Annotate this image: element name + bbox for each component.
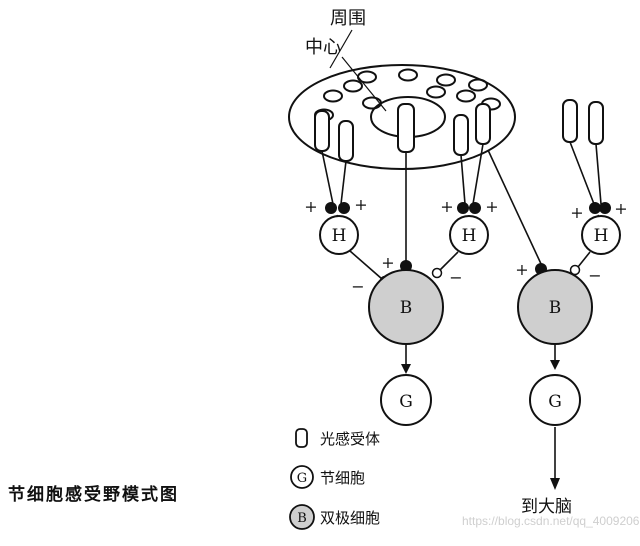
surround-leader-line <box>329 29 353 69</box>
g-label-left: G <box>399 392 413 412</box>
ganglion-cell-right <box>529 374 581 426</box>
surround-label: 周围 <box>330 8 366 29</box>
connection-lines <box>321 141 602 480</box>
legend-ganglion-icon <box>290 465 314 489</box>
legend-bipolar-label: 双极细胞 <box>320 509 380 527</box>
b-label-right: B <box>549 298 562 318</box>
minus-sign: − <box>449 268 462 287</box>
center-leader-line <box>341 56 387 112</box>
legend-bipolar-symbol: B <box>297 511 307 526</box>
horizontal-cell-right <box>581 215 621 255</box>
bipolar-cell-left <box>368 269 444 345</box>
legend-ganglion-label: 节细胞 <box>320 469 365 487</box>
horizontal-cell-middle <box>449 215 489 255</box>
photoreceptor-mid-1 <box>453 114 469 156</box>
minus-sign: − <box>351 277 364 296</box>
legend-bipolar-icon <box>289 504 315 530</box>
to-brain-label: 到大脑 <box>521 497 572 517</box>
surround-ellipse <box>288 64 516 170</box>
g-label-right: G <box>548 392 562 412</box>
photoreceptor-mid-2 <box>475 103 491 145</box>
legend-ganglion-symbol: G <box>297 471 307 486</box>
legend-photoreceptor-label: 光感受体 <box>320 430 380 448</box>
plus-sign: + <box>570 203 583 222</box>
plus-sign: + <box>381 253 394 272</box>
watermark-url: https://blog.csdn.net/qq_40092061 <box>462 514 640 528</box>
arrowheads <box>401 360 560 490</box>
photoreceptor-center <box>397 103 415 153</box>
plus-sign: + <box>515 260 528 279</box>
bipolar-cell-right <box>517 269 593 345</box>
h-label-middle: H <box>462 226 477 246</box>
figure-caption: 节细胞感受野模式图 <box>8 484 179 505</box>
photoreceptor-right-2 <box>588 101 604 145</box>
photoreceptor-icon <box>295 428 308 448</box>
horizontal-cell-left <box>319 215 359 255</box>
center-label: 中心 <box>305 37 341 58</box>
plus-sign: + <box>614 199 627 218</box>
plus-sign: + <box>440 197 453 216</box>
photoreceptor-left-1 <box>314 110 330 152</box>
ganglion-cell-left <box>380 374 432 426</box>
photoreceptor-left-2 <box>338 120 354 162</box>
b-label-left: B <box>400 298 413 318</box>
h-label-left: H <box>332 226 347 246</box>
plus-sign: + <box>485 197 498 216</box>
plus-sign: + <box>354 195 367 214</box>
minus-sign: − <box>588 266 601 285</box>
legend: 光感受体 G 节细胞 B 双极细胞 <box>289 428 380 530</box>
plus-sign: + <box>304 197 317 216</box>
h-label-right: H <box>594 226 609 246</box>
photoreceptor-right-1 <box>562 99 578 143</box>
